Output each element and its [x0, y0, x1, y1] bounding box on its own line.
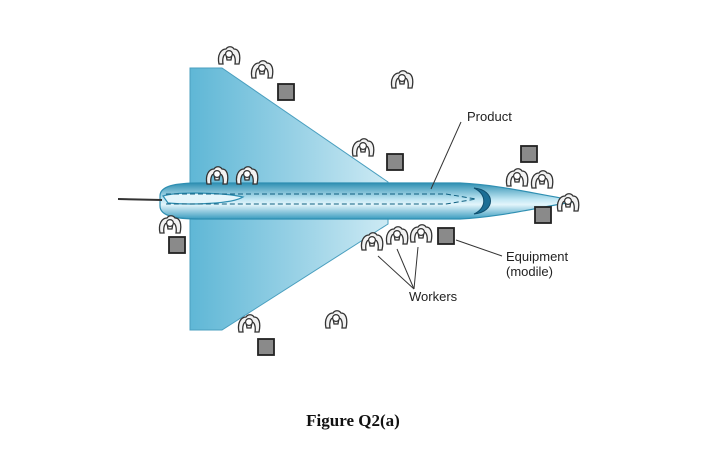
workers-leader-line-2 [396, 248, 415, 290]
figure-caption: Figure Q2(a) [306, 411, 400, 430]
worker-icon [217, 46, 241, 65]
worker-icon [324, 310, 348, 329]
equipment-box-icon [534, 206, 552, 224]
workers-leader-line-1 [377, 255, 415, 290]
worker-icon [385, 226, 409, 245]
worker-icon [250, 60, 274, 79]
equipment-label: Equipment (modile) [506, 249, 568, 279]
equipment-box-icon [277, 83, 295, 101]
equipment-box-icon [520, 145, 538, 163]
worker-icon [505, 168, 529, 187]
equipment-box-icon [386, 153, 404, 171]
equipment-leader-line [455, 239, 503, 257]
worker-icon [390, 70, 414, 89]
aircraft-tail-line [117, 198, 163, 201]
equipment-box-icon [437, 227, 455, 245]
equipment-box-icon [257, 338, 275, 356]
worker-icon [158, 215, 182, 234]
workers-label: Workers [409, 289, 458, 304]
workers-leader-line-3 [413, 246, 419, 290]
equipment-box-icon [168, 236, 186, 254]
fuselage-dashed-line [166, 193, 477, 205]
product-label: Product [467, 109, 512, 124]
worker-icon [556, 193, 580, 212]
product-leader-line [430, 121, 462, 190]
equipment-label-line2: (modile) [506, 264, 553, 279]
worker-icon [351, 138, 375, 157]
aircraft-canopy [473, 187, 491, 215]
worker-icon [409, 224, 433, 243]
equipment-label-line1: Equipment [506, 249, 569, 264]
worker-icon [530, 170, 554, 189]
